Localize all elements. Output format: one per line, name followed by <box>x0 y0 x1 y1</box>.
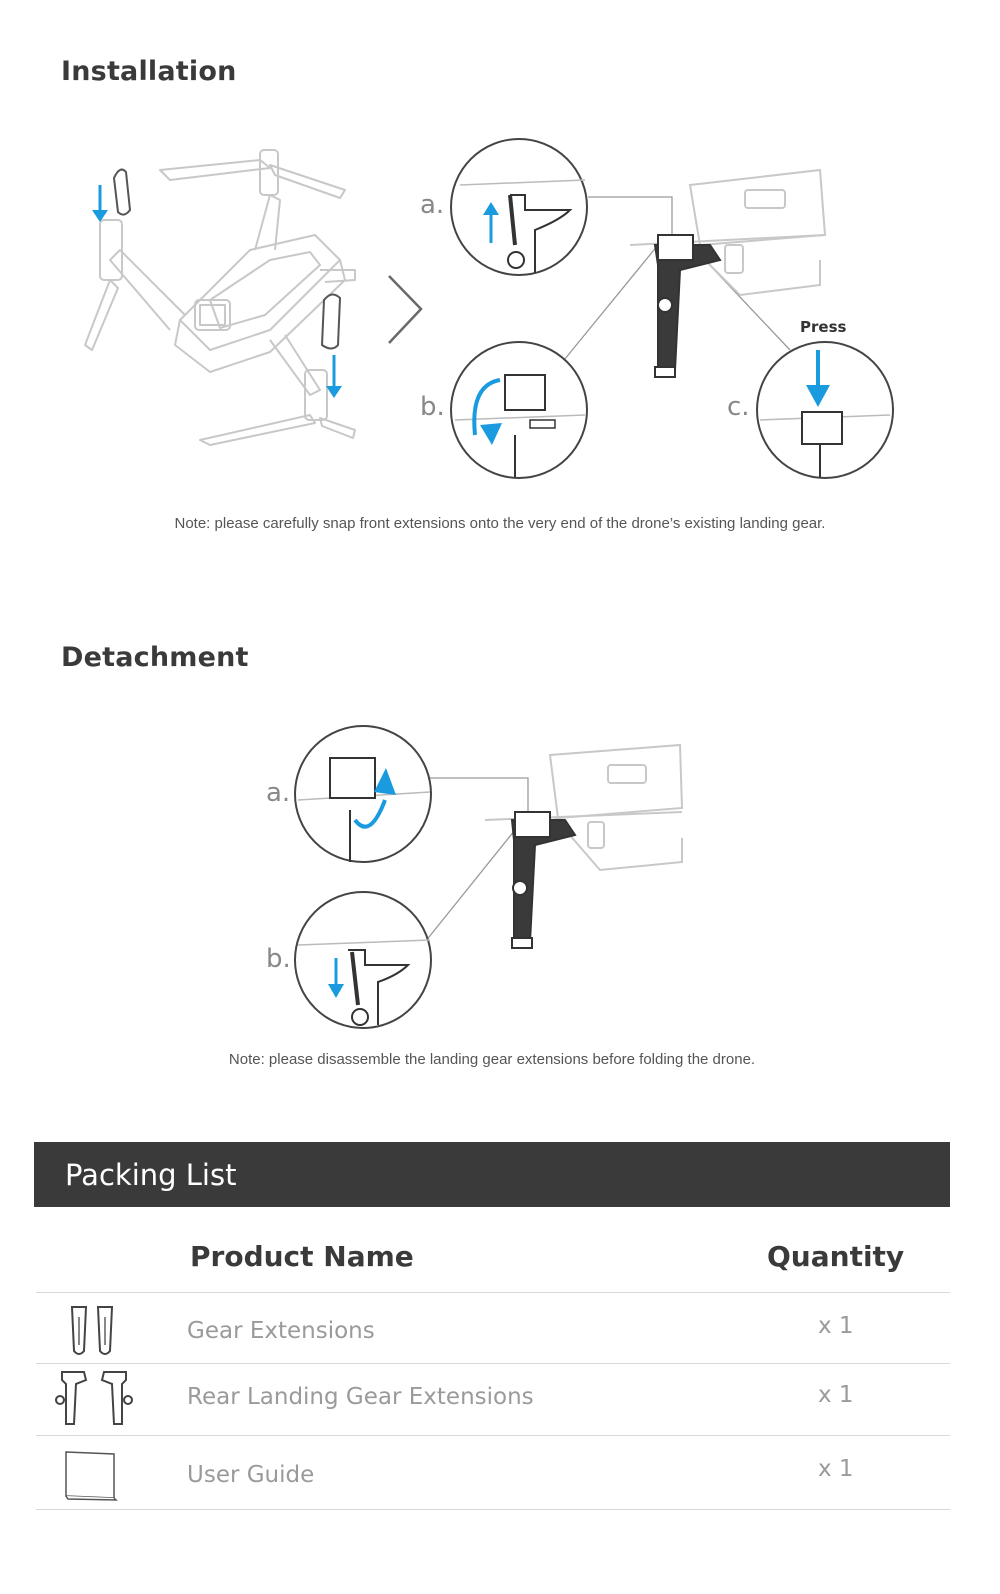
divider <box>36 1509 950 1510</box>
column-quantity: Quantity <box>767 1240 905 1273</box>
installation-note: Note: please carefully snap front extens… <box>174 515 826 532</box>
press-label: Press <box>800 318 847 336</box>
gear-extensions-icon <box>70 1306 114 1355</box>
divider <box>36 1292 950 1293</box>
row-product-name: Gear Extensions <box>187 1318 375 1344</box>
table-row: Gear Extensions x 1 <box>36 1293 950 1363</box>
divider <box>36 1363 950 1364</box>
row-product-name: Rear Landing Gear Extensions <box>187 1384 534 1410</box>
packing-list-title: Packing List <box>65 1158 237 1192</box>
chevron-right-icon <box>388 275 423 344</box>
row-quantity: x 1 <box>818 1456 854 1482</box>
rear-gear-extensions-icon <box>55 1371 133 1425</box>
install-step-c-label: c. <box>727 392 750 422</box>
detachment-title: Detachment <box>61 642 249 673</box>
detachment-note: Note: please disassemble the landing gea… <box>228 1051 756 1068</box>
row-quantity: x 1 <box>818 1313 854 1339</box>
detach-gear-diagram <box>294 725 684 1029</box>
detach-step-b-label: b. <box>266 944 291 974</box>
drone-illustration <box>84 149 356 446</box>
install-step-b-label: b. <box>420 392 445 422</box>
install-gear-diagram <box>450 138 894 479</box>
packing-list-header: Packing List <box>34 1142 950 1207</box>
table-row: Rear Landing Gear Extensions x 1 <box>36 1364 950 1435</box>
installation-title: Installation <box>61 56 237 87</box>
row-product-name: User Guide <box>187 1462 315 1488</box>
divider <box>36 1435 950 1436</box>
column-product-name: Product Name <box>190 1240 414 1273</box>
install-step-a-label: a. <box>420 190 445 220</box>
user-guide-icon <box>65 1451 118 1501</box>
detach-step-a-label: a. <box>266 778 291 808</box>
row-quantity: x 1 <box>818 1382 854 1408</box>
table-row: User Guide x 1 <box>36 1436 950 1509</box>
